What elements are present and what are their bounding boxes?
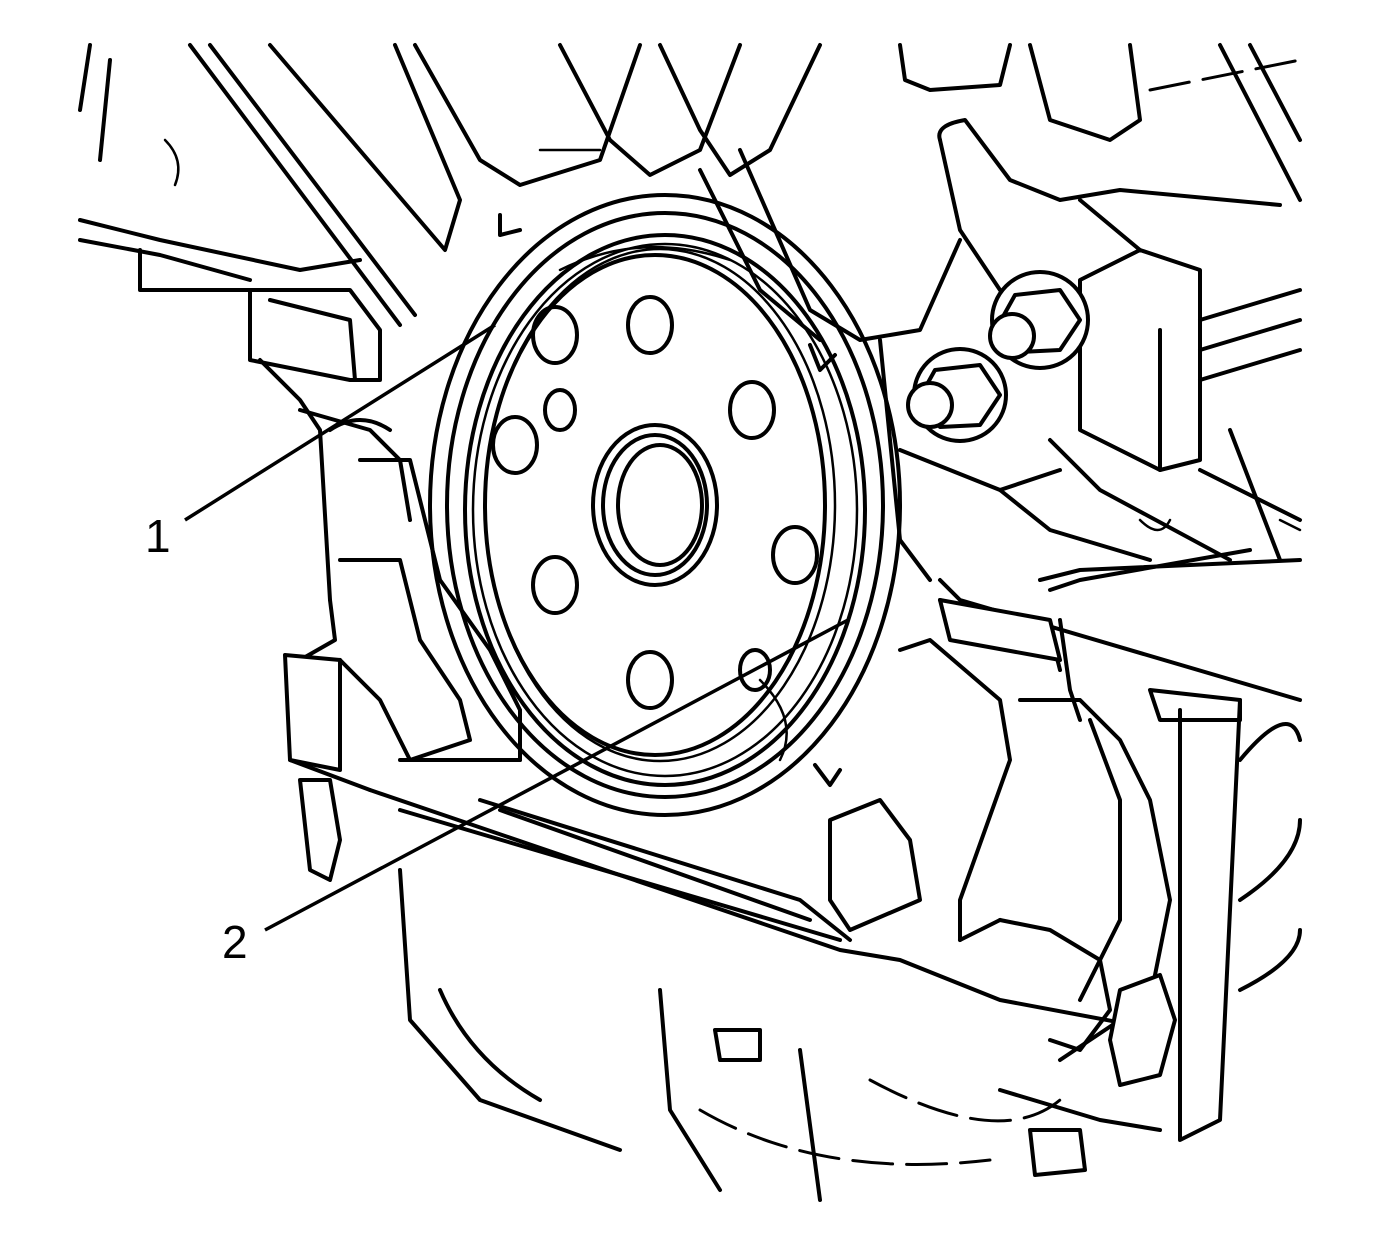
callout-labels: 1 2 xyxy=(145,510,248,968)
pan-bolt-center xyxy=(713,1028,762,1062)
callout-label-2: 2 xyxy=(222,916,248,968)
crankshaft-flange xyxy=(483,245,837,763)
leader-line-1 xyxy=(184,323,496,522)
seal-housing xyxy=(428,193,902,817)
bearing-cap-right xyxy=(828,548,1302,1142)
engine-mount-bracket xyxy=(898,43,1302,472)
pan-bolt-right xyxy=(1028,1128,1087,1177)
right-side-details xyxy=(878,338,1302,582)
callout-leaders xyxy=(184,323,849,932)
oil-pan-lower xyxy=(298,778,1162,1202)
engine-block-left xyxy=(78,218,522,792)
crank-pilot-bore xyxy=(591,423,719,587)
leader-line-2 xyxy=(264,618,849,932)
flange-bolt-holes xyxy=(491,295,819,710)
bracket-bolts xyxy=(906,270,1090,443)
callout-label-1: 1 xyxy=(145,510,171,562)
pan-bolt-left xyxy=(298,778,342,882)
engine-block-upper xyxy=(78,43,962,342)
